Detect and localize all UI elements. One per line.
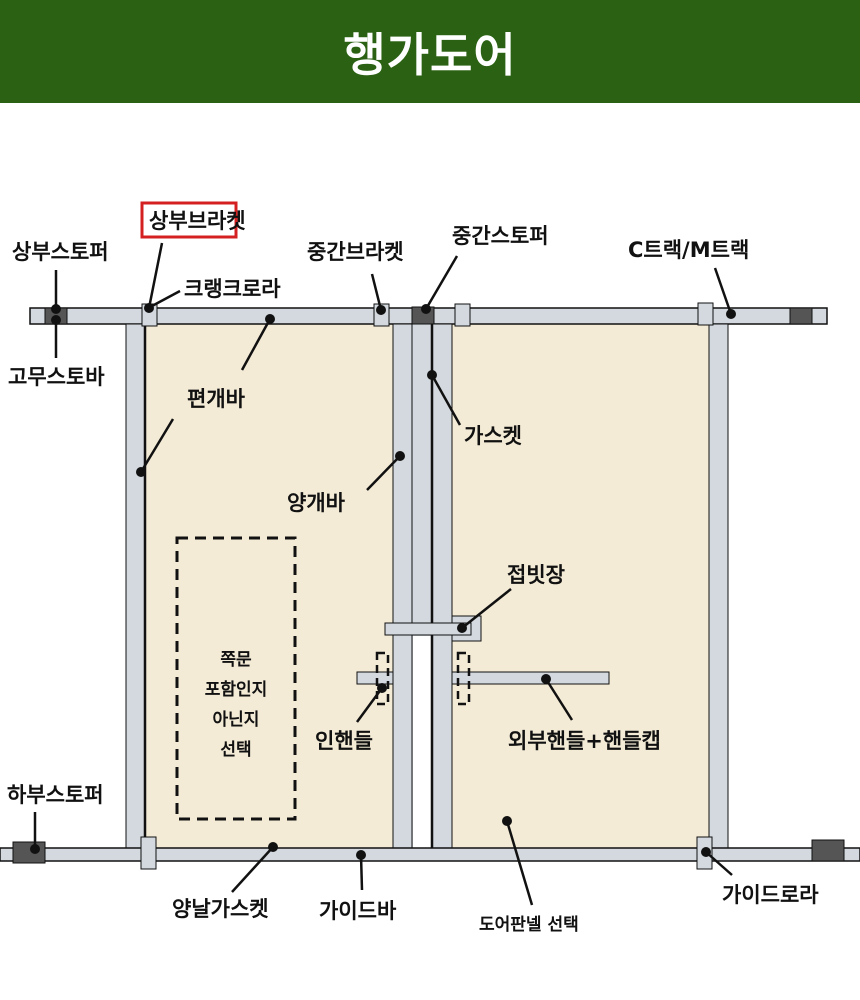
bottom-stopper-block — [12, 841, 46, 864]
label-hinge: 접빗장 — [507, 563, 565, 587]
label-gasket: 가스켓 — [464, 424, 522, 448]
label-inner-handle: 인핸들 — [315, 729, 373, 753]
hinge-bar — [384, 622, 472, 636]
double-bar-left — [392, 323, 413, 849]
label-top-bracket: 상부브라켓 — [149, 209, 246, 233]
top-bracket-highlight — [140, 201, 238, 239]
right-bracket-block — [697, 302, 714, 326]
label-double-gasket: 양날가스켓 — [172, 897, 269, 921]
inner-handle-cap — [375, 651, 390, 706]
label-middle-bracket: 중간브라켓 — [307, 240, 404, 264]
wicket-door-box — [175, 536, 297, 821]
right-door-panel — [452, 324, 710, 848]
bottom-right-stopper-block — [811, 839, 845, 862]
label-single-bar: 편개바 — [187, 387, 246, 411]
label-top-stopper: 상부스토퍼 — [12, 240, 109, 264]
double-bar-right — [431, 323, 453, 849]
wicket-door-line-4: 선택 — [220, 740, 251, 760]
wicket-door-line-2: 포함인지 — [205, 679, 268, 700]
wicket-door-line-1: 쪽문 — [220, 650, 252, 670]
right-frame-post — [708, 323, 729, 849]
page-title: 행가도어 — [343, 27, 517, 82]
label-guide-roller: 가이드로라 — [722, 883, 819, 907]
inner-handle-bar — [356, 671, 394, 685]
left-door-panel — [145, 324, 393, 848]
bottom-left-roller-block — [140, 836, 157, 870]
top-right-stopper-block — [789, 307, 813, 325]
label-crank-roller: 크랭크로라 — [184, 277, 281, 301]
label-middle-stopper: 중간스토퍼 — [452, 224, 549, 248]
label-guide-bar: 가이드바 — [319, 899, 397, 923]
label-track: C트랙/M트랙 — [628, 238, 749, 262]
label-rubber-stopbar: 고무스토바 — [8, 365, 105, 389]
label-bottom-stopper: 하부스토퍼 — [7, 783, 104, 807]
leader-lines — [33, 242, 733, 906]
label-door-panel: 도어판넬 선택 — [479, 915, 579, 935]
wicket-door-line-3: 아닌지 — [213, 710, 260, 730]
label-outer-handle: 외부핸들+핸들캡 — [508, 729, 661, 753]
title-banner: 행가도어 — [0, 0, 860, 103]
middle-gap-white — [413, 636, 431, 848]
outer-handle-bar — [451, 671, 610, 685]
middle-bracket-block-2 — [454, 303, 471, 327]
bottom-guide-rail — [0, 847, 860, 862]
left-frame-post — [125, 323, 146, 849]
outer-handle-cap — [456, 651, 471, 706]
label-double-bar: 양개바 — [287, 491, 346, 515]
leader-dots — [30, 303, 736, 860]
